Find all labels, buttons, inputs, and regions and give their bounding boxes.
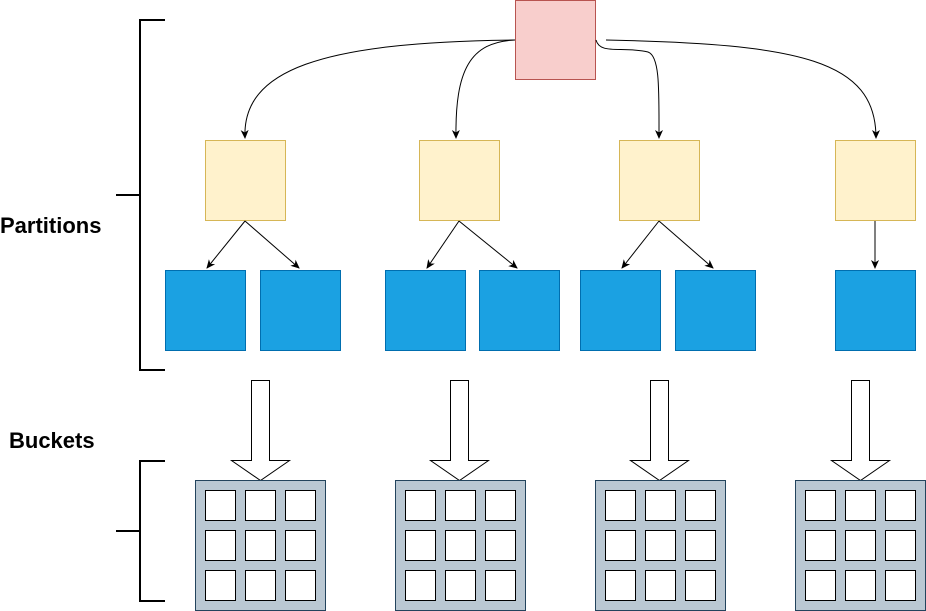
root-edges bbox=[240, 39, 880, 139]
bucket-grids bbox=[195, 480, 926, 611]
bucket-cell bbox=[605, 530, 636, 561]
subpartition-node bbox=[835, 270, 916, 351]
bucket-grid bbox=[195, 480, 326, 611]
buckets-label: Buckets bbox=[9, 428, 95, 453]
bucket-cell bbox=[805, 530, 836, 561]
bucket-cell bbox=[845, 490, 876, 521]
down-arrow bbox=[829, 380, 892, 482]
subpartition-node bbox=[385, 270, 466, 351]
bucket-cell bbox=[405, 570, 436, 601]
bucket-cell bbox=[285, 490, 316, 521]
edge-root-partition-2 bbox=[451, 39, 516, 139]
edge-partition-sub bbox=[458, 220, 518, 269]
bucket-cell bbox=[205, 570, 236, 601]
edge-partition-sub bbox=[426, 220, 460, 269]
bucket-cell bbox=[445, 570, 476, 601]
bucket-cell bbox=[205, 530, 236, 561]
bucket-cell bbox=[285, 530, 316, 561]
bucket-cell bbox=[445, 530, 476, 561]
bucket-grid bbox=[795, 480, 926, 611]
bucket-cell bbox=[405, 530, 436, 561]
partition-nodes bbox=[205, 140, 916, 221]
subpartition-node bbox=[165, 270, 246, 351]
bucket-cell bbox=[845, 530, 876, 561]
bucket-cell bbox=[805, 490, 836, 521]
edge-root-partition-4 bbox=[605, 39, 880, 139]
partition-node bbox=[619, 140, 700, 221]
bucket-cell bbox=[445, 490, 476, 521]
bucket-cell bbox=[245, 490, 276, 521]
bucket-cell bbox=[845, 570, 876, 601]
root-node bbox=[515, 0, 596, 80]
edge-partition-sub bbox=[621, 220, 660, 269]
edge-partition-sub bbox=[206, 220, 246, 269]
down-arrow bbox=[229, 380, 292, 482]
partition-node bbox=[205, 140, 286, 221]
subpartition-nodes bbox=[165, 270, 916, 351]
down-arrow bbox=[628, 380, 691, 482]
bucket-cell bbox=[885, 530, 916, 561]
bucket-cell bbox=[485, 490, 516, 521]
bucket-cell bbox=[885, 570, 916, 601]
subpartition-node bbox=[580, 270, 661, 351]
bucket-cell bbox=[645, 570, 676, 601]
bucket-cell bbox=[885, 490, 916, 521]
partition-node bbox=[835, 140, 916, 221]
bucket-cell bbox=[605, 570, 636, 601]
subpartition-node bbox=[479, 270, 560, 351]
bucket-cell bbox=[245, 570, 276, 601]
bucket-cell bbox=[605, 490, 636, 521]
bucket-cell bbox=[685, 490, 716, 521]
bucket-cell bbox=[405, 490, 436, 521]
bucket-cell bbox=[205, 490, 236, 521]
down-arrow bbox=[428, 380, 491, 482]
buckets-bracket bbox=[116, 460, 165, 602]
down-arrows bbox=[229, 380, 892, 482]
bucket-cell bbox=[685, 570, 716, 601]
edge-partition-sub bbox=[658, 220, 714, 269]
bucket-cell bbox=[485, 570, 516, 601]
partitions-label: Partitions bbox=[0, 213, 101, 238]
bucket-cell bbox=[685, 530, 716, 561]
bucket-cell bbox=[285, 570, 316, 601]
subpartition-node bbox=[260, 270, 341, 351]
partition-node bbox=[419, 140, 500, 221]
partitions-bracket bbox=[116, 19, 165, 371]
bucket-cell bbox=[805, 570, 836, 601]
subpartition-node bbox=[675, 270, 756, 351]
edge-root-partition-1 bbox=[240, 39, 516, 139]
bucket-cell bbox=[485, 530, 516, 561]
edge-partition-sub bbox=[244, 220, 300, 269]
bucket-cell bbox=[645, 530, 676, 561]
partition-edges bbox=[206, 220, 879, 269]
bucket-grid bbox=[395, 480, 526, 611]
bucket-grid bbox=[595, 480, 726, 611]
bucket-cell bbox=[645, 490, 676, 521]
bucket-cell bbox=[245, 530, 276, 561]
edge-root-partition-3 bbox=[595, 39, 664, 139]
